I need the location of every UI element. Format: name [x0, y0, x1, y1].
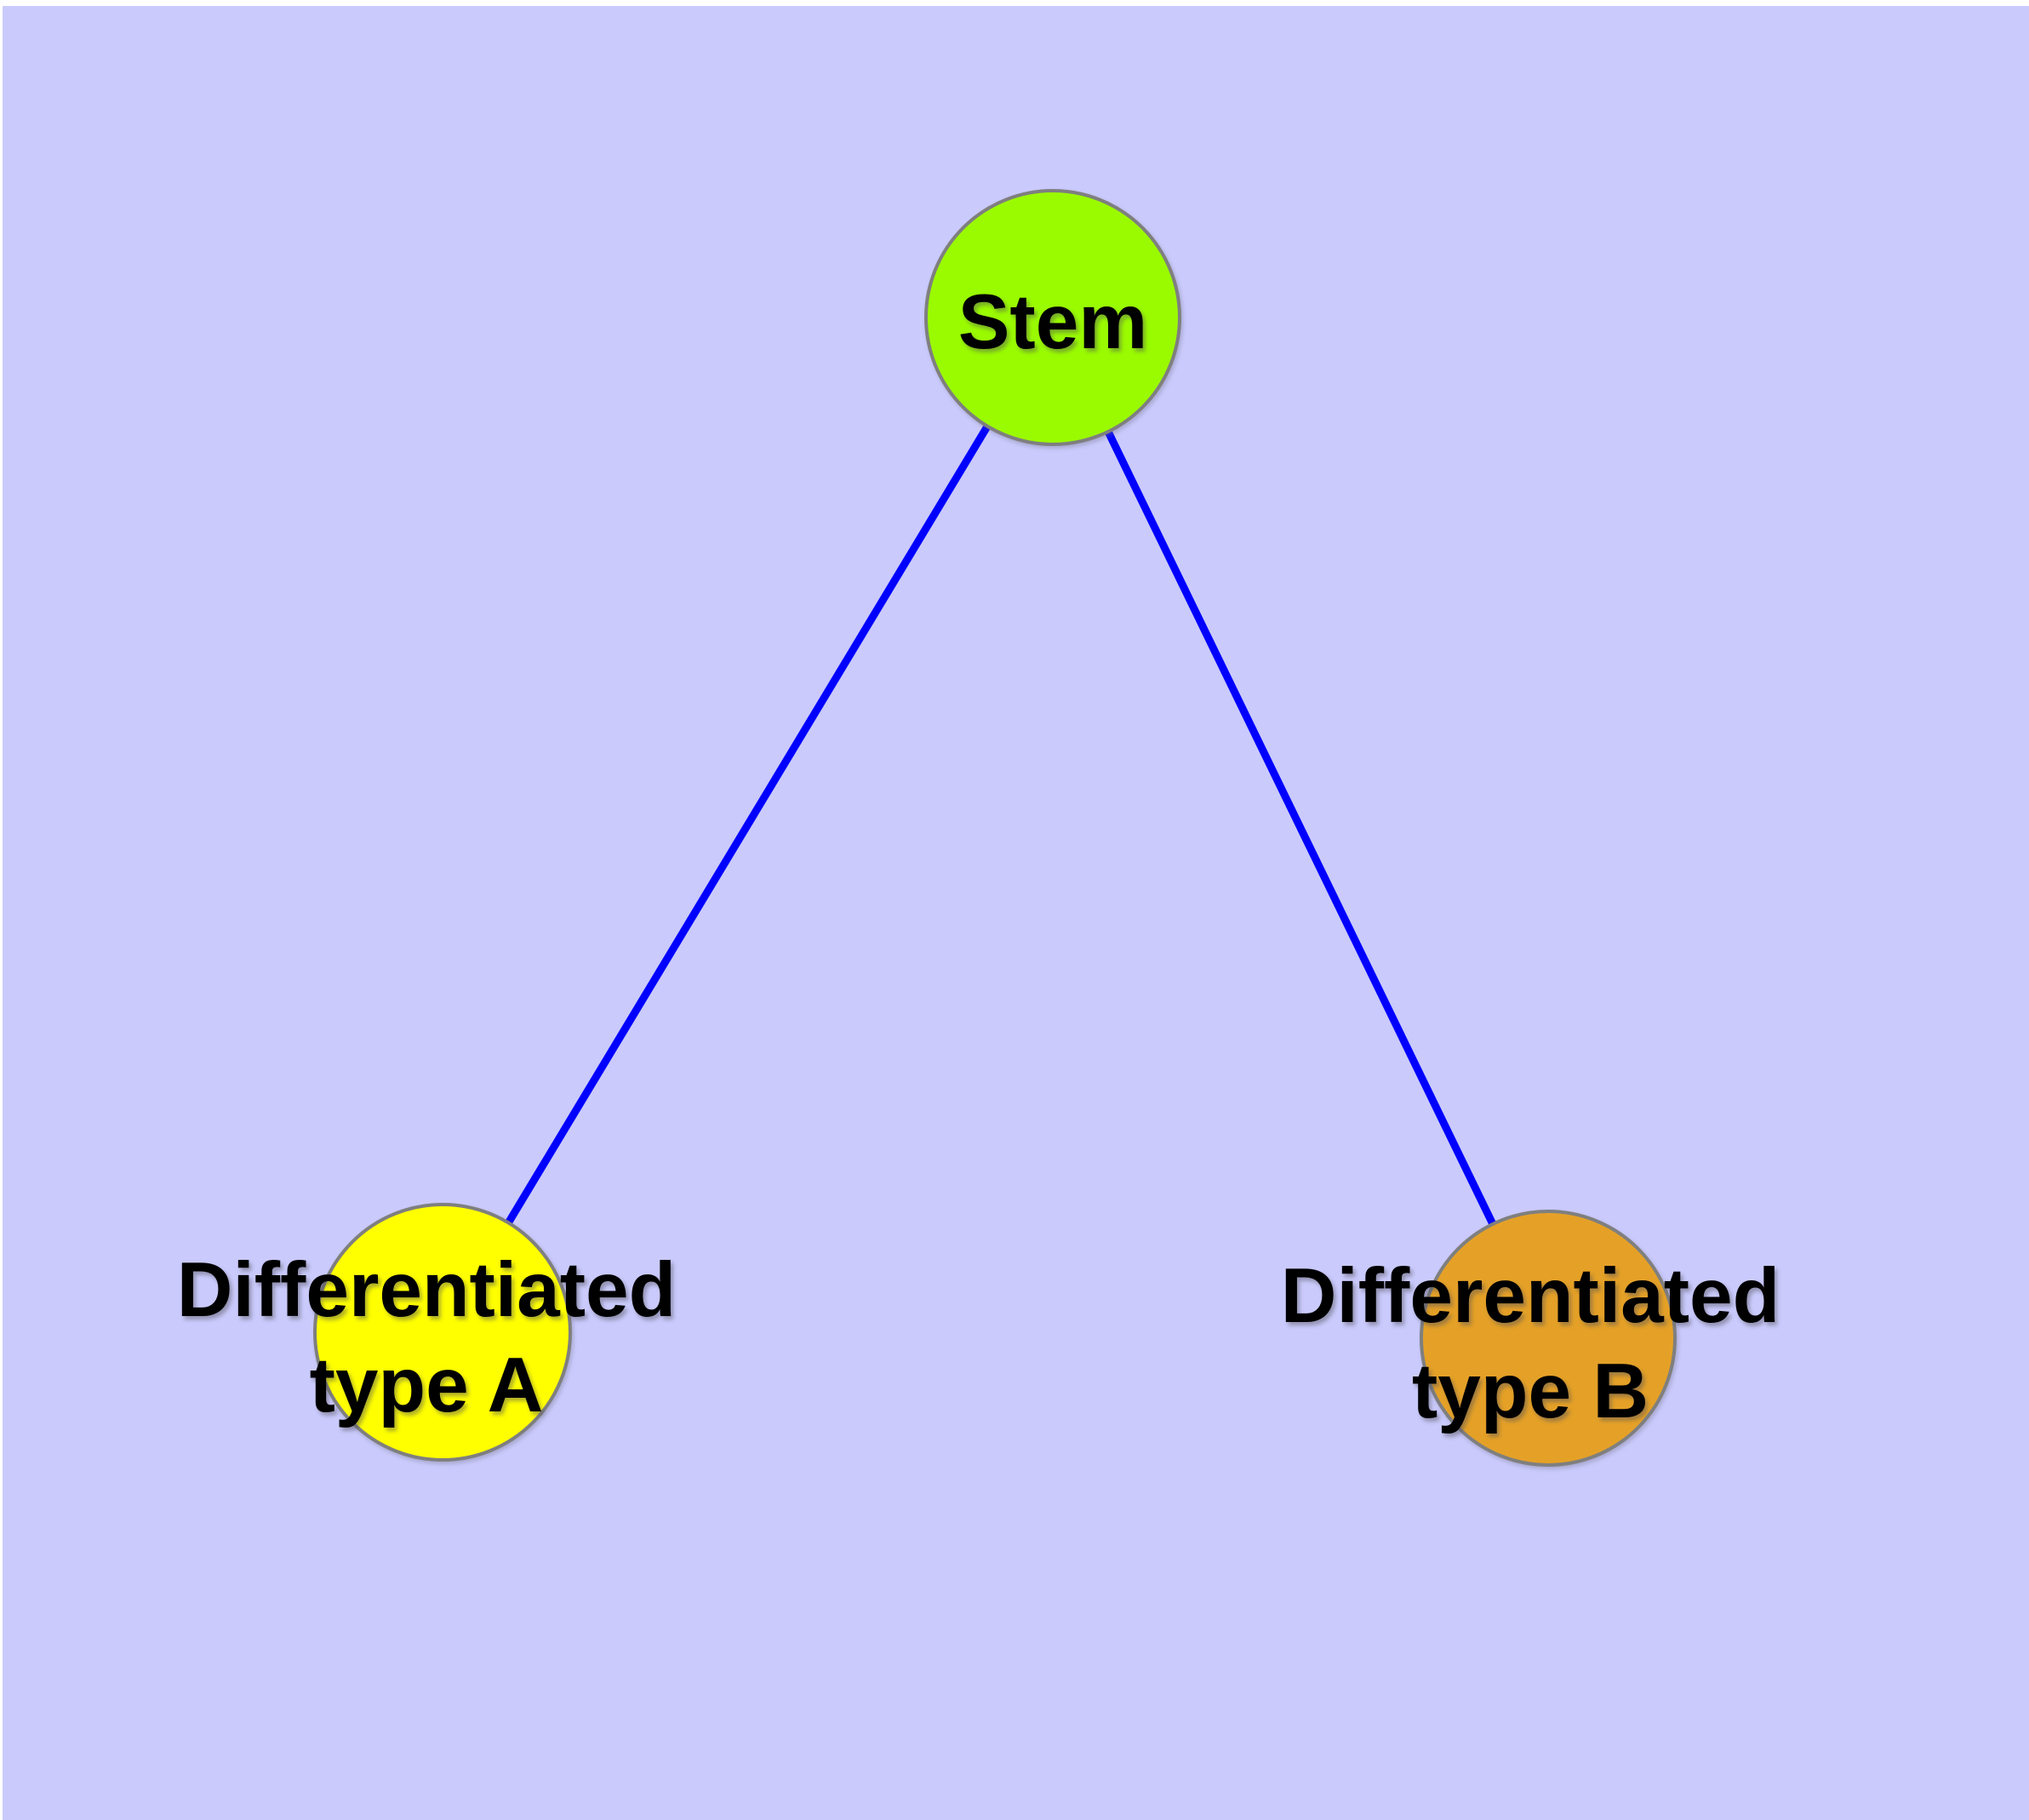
stem-label-line-1: Stem	[957, 279, 1148, 365]
node-type-b-label: Differentiated type B	[1281, 1249, 1780, 1439]
node-type-a-circle	[313, 1203, 572, 1462]
type-a-label-line-1: Differentiated	[176, 1247, 677, 1333]
type-a-label-line-2: type A	[309, 1342, 544, 1428]
type-b-label-line-2: type B	[1411, 1348, 1649, 1434]
node-stem-circle	[924, 189, 1181, 446]
node-stem-label: Stem	[958, 275, 1148, 370]
edge-stem-to-type-b	[1049, 316, 1552, 1340]
node-type-b-circle	[1420, 1210, 1677, 1467]
edge-stem-to-type-a	[439, 315, 1056, 1335]
node-type-a-label: Differentiated type A	[177, 1243, 677, 1434]
type-b-label-line-1: Differentiated	[1280, 1253, 1780, 1339]
